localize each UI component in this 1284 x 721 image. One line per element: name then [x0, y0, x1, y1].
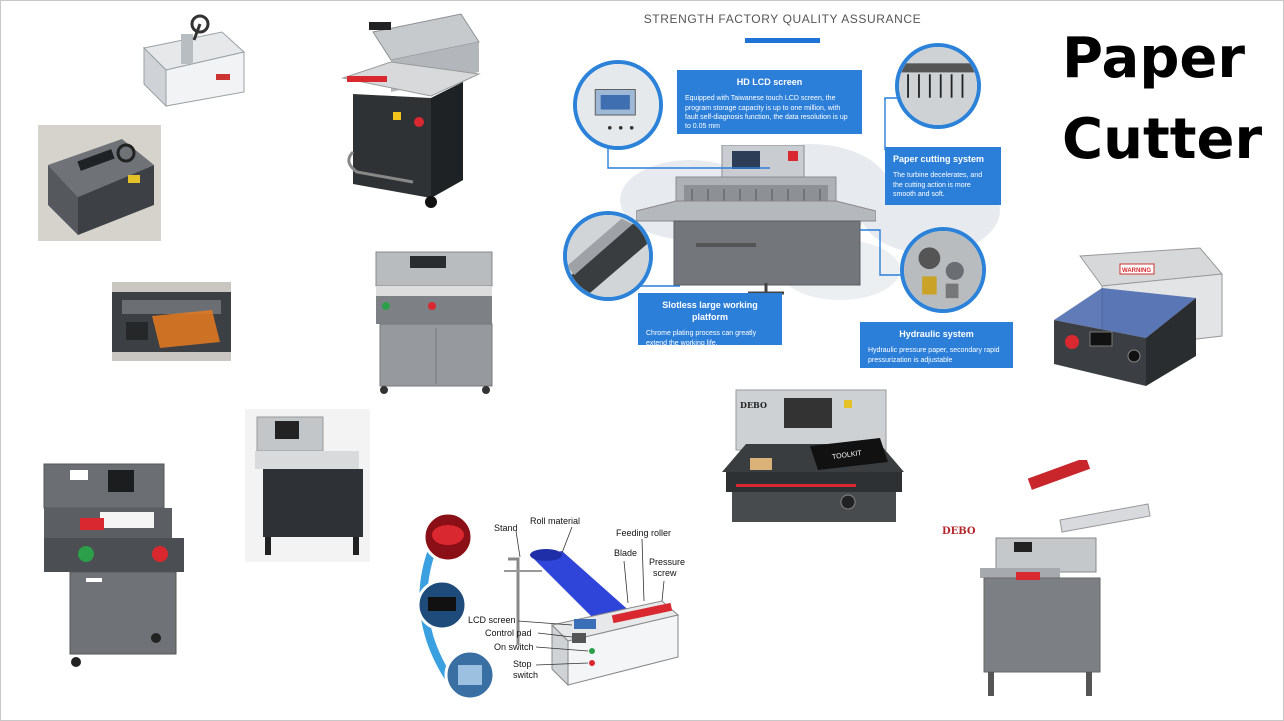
photo-grey-cabinet-cutter: [370, 244, 503, 397]
title-line-paper: Paper: [1062, 26, 1246, 91]
feature-text: Chrome plating process can greatly exten…: [646, 330, 757, 347]
infographic-underline: [745, 38, 820, 43]
label-pressure-screw-line2: screw: [653, 568, 677, 578]
warning-text: WARNING: [1122, 268, 1151, 274]
photo-dark-cutter: [38, 125, 161, 241]
feature-text: Hydraulic pressure paper, secondary rapi…: [868, 347, 1000, 364]
label-stand: Stand: [494, 523, 518, 533]
feature-title: HD LCD screen: [736, 77, 803, 87]
label-stop-switch-line2: switch: [513, 670, 539, 680]
photo-black-cabinet-cutter: [245, 409, 370, 562]
photo-hydraulic-guillotine: [333, 12, 490, 210]
photo-warning-desktop-cutter: WARNING: [1050, 246, 1225, 397]
feature-paper-cutting-system: Paper cutting system The turbine deceler…: [885, 147, 1001, 205]
circle-lcd-detail: [573, 60, 663, 150]
circle-platform-detail: [563, 211, 653, 301]
feature-title: Paper cutting system: [893, 154, 985, 164]
feature-slotless-platform: Slotless large working platform Chrome p…: [638, 293, 782, 347]
label-lcd-screen: LCD screen: [468, 615, 516, 625]
toolkit-text: TOOLKIT: [832, 450, 863, 461]
title-line-cutter: Cutter: [1062, 107, 1263, 173]
label-on-switch: On switch: [494, 642, 534, 652]
photo-large-grey-cutter: [40, 462, 192, 672]
label-stop-switch-line1: Stop: [513, 659, 532, 669]
label-feeding-roller: Feeding roller: [616, 528, 672, 538]
label-blade: Blade: [614, 548, 638, 558]
feature-title: Slotless large working platform: [662, 300, 758, 323]
feature-hydraulic-system: Hydraulic system Hydraulic pressure pape…: [860, 322, 1013, 368]
roll-cutter-diagram: Stand Roll material Feeding roller Blade…: [412, 505, 702, 705]
slide-title: Paper Cutter: [1062, 18, 1272, 180]
circle-cutting-detail: [895, 43, 981, 129]
debo-logo-text: DEBO: [942, 526, 976, 537]
feature-hd-lcd-screen: HD LCD screen Equipped with Taiwanese to…: [677, 70, 862, 134]
photo-debo-toolkit-cutter: DEBO TOOLKIT: [720, 388, 906, 522]
label-roll-material: Roll material: [530, 516, 581, 526]
feature-text: The turbine decelerates, and the cutting…: [893, 172, 983, 199]
circle-hydraulic-detail: [900, 227, 986, 313]
label-pressure-screw-line1: Pressure: [649, 557, 686, 567]
feature-title: Hydraulic system: [899, 329, 974, 339]
photo-orange-guard-cutter: [112, 282, 231, 361]
photo-desktop-cutter: [136, 14, 248, 108]
debo-tag-text: DEBO: [740, 400, 767, 410]
label-control-pad: Control pad: [485, 628, 532, 638]
feature-text: Equipped with Taiwanese touch LCD screen…: [685, 95, 848, 131]
photo-debo-floor-cutter: DEBO: [940, 460, 1155, 702]
infographic-heading: STRENGTH FACTORY QUALITY ASSURANCE: [643, 12, 922, 26]
